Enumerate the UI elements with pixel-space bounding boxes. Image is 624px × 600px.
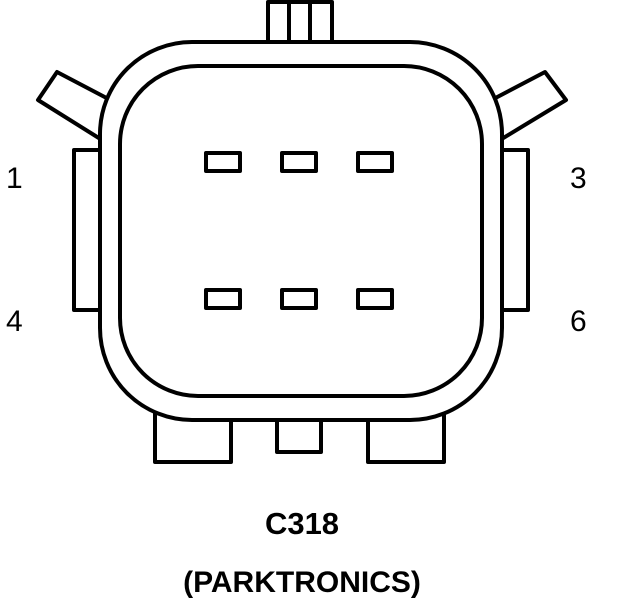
- pin-cavity-5: [280, 288, 318, 310]
- pin-cavity-4: [204, 288, 242, 310]
- pin-cavity-2: [280, 151, 318, 173]
- left-side-rail: [72, 148, 102, 312]
- pin-cavity-3: [356, 151, 394, 173]
- connector-id-label: C318: [264, 506, 340, 541]
- pin-label-4: 4: [6, 305, 23, 338]
- pin-cavity-1: [204, 151, 242, 173]
- pin-label-1: 1: [6, 162, 23, 195]
- top-locking-tab: [266, 0, 334, 44]
- pin-label-6: 6: [570, 305, 587, 338]
- connector-name-label: (PARKTRONICS): [183, 566, 421, 599]
- pin-label-3: 3: [570, 162, 587, 195]
- right-side-rail: [500, 148, 530, 312]
- connector-housing-inner: [118, 64, 484, 398]
- pin-cavity-6: [356, 288, 394, 310]
